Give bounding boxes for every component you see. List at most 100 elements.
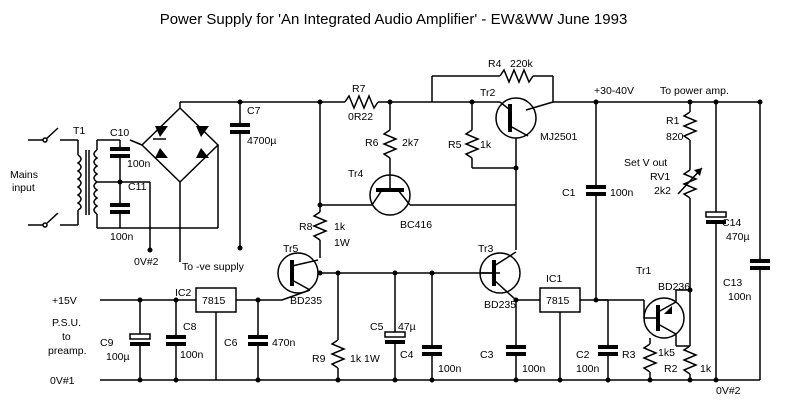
ic1-part: 7815 — [546, 295, 570, 307]
resistor-r6: R6 2k7 — [365, 99, 419, 178]
r5-label: R5 — [448, 139, 462, 151]
c7-label: C7 — [247, 105, 261, 117]
r9-label: R9 — [312, 353, 326, 365]
c13-label: C13 — [723, 277, 742, 289]
supply-voltage-label: +30-40V — [594, 85, 634, 97]
capacitor-c7: C7 4700µ — [230, 99, 276, 251]
ov2-bottom-label: 0V#2 — [716, 385, 741, 397]
mains-label-2: input — [12, 182, 35, 194]
c11-value: 100n — [110, 231, 134, 243]
resistor-r5: R5 1k — [448, 99, 516, 169]
c2-value: 100n — [576, 363, 600, 375]
c5-value: 47µ — [398, 321, 416, 333]
capacitor-c9: C9 100µ — [100, 297, 151, 383]
c3-value: 100n — [522, 363, 546, 375]
r1-label: R1 — [666, 115, 680, 127]
mains-input: Mains input — [10, 127, 79, 228]
tr1-part: BD236 — [658, 281, 690, 293]
psu-label-1: P.S.U. — [52, 317, 81, 329]
r8-watt: 1W — [334, 237, 350, 249]
ic1-label: IC1 — [546, 273, 563, 285]
capacitor-c3: C3 100n — [480, 300, 546, 383]
c8-label: C8 — [183, 321, 197, 333]
resistor-r3: R3 1k5 — [622, 338, 675, 383]
c1-value: 100n — [610, 187, 634, 199]
capacitor-c8: C8 100n — [166, 297, 204, 383]
tr2-part: MJ2501 — [540, 131, 578, 143]
regulator-ic1: 7815 IC1 — [539, 273, 596, 383]
ground-0v2-left: 0V#2 — [134, 182, 159, 268]
r8-label: R8 — [299, 221, 313, 233]
regulator-ic2: 7815 IC2 — [175, 287, 250, 380]
transistor-tr3: Tr3 BD235 — [478, 243, 521, 311]
r8-value: 1k — [334, 221, 346, 233]
capacitor-c2: C2 100n — [576, 299, 618, 383]
tr2-label: Tr2 — [480, 87, 496, 99]
resistor-r1: R1 820 — [666, 102, 698, 170]
tr1-label: Tr1 — [636, 265, 652, 277]
c9-label: C9 — [100, 337, 114, 349]
c10-value: 100n — [127, 158, 151, 170]
capacitor-c5: C5 47µ — [370, 270, 416, 383]
resistor-r4: R4 220k — [431, 58, 554, 102]
to-power-amp-label: To power amp. — [660, 85, 729, 97]
c10-label: C10 — [110, 127, 129, 139]
c13-value: 100n — [728, 291, 752, 303]
tr5-part: BD235 — [290, 295, 322, 307]
bridge-rectifier — [129, 101, 320, 262]
c2-label: C2 — [576, 349, 590, 361]
capacitor-c14: C14 470µ — [705, 102, 750, 380]
tr5-label: Tr5 — [283, 243, 299, 255]
r3-value: 1k5 — [658, 347, 675, 359]
capacitor-c6: C6 470n — [224, 297, 296, 383]
transistor-tr2: Tr2 MJ2501 — [480, 87, 578, 143]
resistor-r9: R9 1k 1W — [312, 273, 380, 383]
r6-label: R6 — [365, 137, 379, 149]
c14-label: C14 — [722, 217, 741, 229]
c6-value: 470n — [272, 337, 296, 349]
psu-label-2: to — [62, 331, 71, 343]
resistor-r2: R2 1k — [664, 287, 712, 383]
potentiometer-rv1: Set V out RV1 2k2 — [624, 157, 703, 340]
capacitor-c1: C1 100n — [562, 102, 634, 303]
tr4-part: BC416 — [400, 219, 432, 231]
ic2-part: 7815 — [202, 295, 226, 307]
c14-value: 470µ — [726, 231, 750, 243]
capacitor-c4: C4 100n — [400, 273, 462, 383]
c6-label: C6 — [224, 337, 238, 349]
rv1-label: RV1 — [650, 171, 670, 183]
r2-value: 1k — [700, 363, 712, 375]
r3-label: R3 — [622, 349, 636, 361]
c4-value: 100n — [438, 363, 462, 375]
tr3-part: BD235 — [484, 299, 516, 311]
t1-label: T1 — [73, 125, 85, 137]
r2-label: R2 — [664, 363, 678, 375]
resistor-r8: R8 1k 1W — [299, 211, 350, 258]
tr3-label: Tr3 — [478, 243, 494, 255]
capacitor-c10: C10 100n — [110, 127, 151, 182]
c11-label: C11 — [128, 181, 147, 193]
c7-value: 4700µ — [247, 135, 276, 147]
r5-value: 1k — [480, 139, 492, 151]
c9-value: 100µ — [106, 351, 130, 363]
ov2-left-label: 0V#2 — [134, 256, 159, 268]
transistor-tr4: Tr4 BC416 — [348, 168, 516, 231]
tr4-label: Tr4 — [348, 168, 364, 180]
ic2-label: IC2 — [175, 287, 192, 299]
capacitor-c13: C13 100n — [723, 102, 770, 380]
r4-value: 220k — [510, 58, 534, 70]
r7-label: R7 — [352, 83, 366, 95]
r4-label: R4 — [488, 58, 502, 70]
resistor-r7: R7 0R22 — [317, 83, 500, 123]
negative-supply-output: To -ve supply — [182, 261, 245, 273]
rv1-value: 2k2 — [654, 185, 671, 197]
transformer-t1: T1 — [73, 125, 150, 229]
to-neg-supply-label: To -ve supply — [182, 261, 245, 273]
r6-value: 2k7 — [402, 137, 419, 149]
r1-value: 820 — [666, 131, 684, 143]
mains-label-1: Mains — [10, 169, 38, 181]
capacitor-c11: C11 100n — [110, 179, 147, 243]
r9-value: 1k 1W — [350, 353, 380, 365]
psu-label-3: preamp. — [48, 345, 87, 357]
